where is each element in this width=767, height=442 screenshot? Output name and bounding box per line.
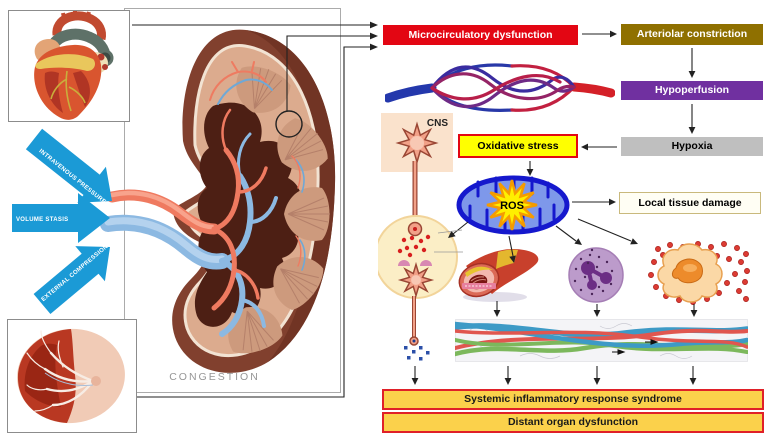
distant-organ-dysfunction-label: Distant organ dysfunction — [507, 416, 639, 429]
congested-kidney-section-box — [7, 319, 137, 433]
hypoxia-label: Hypoxia — [671, 140, 713, 153]
congested-kidney-section-illustration — [17, 328, 125, 424]
heart-illustration — [34, 11, 114, 120]
ros-starburst — [486, 179, 538, 231]
oxidative-stress-label: Oxidative stress — [477, 139, 559, 152]
granules — [573, 248, 614, 296]
arteriolar-constriction-label: Arteriolar constriction — [636, 28, 748, 41]
capillary-network-illustration — [385, 63, 615, 112]
intravenous-pressure-arrow — [25, 128, 112, 203]
sirs-label: Systemic inflammatory response syndrome — [464, 393, 682, 406]
tissue-fibrosis-illustration — [455, 319, 748, 362]
hypoperfusion-box: Hypoperfusion — [621, 81, 763, 100]
congestion-label: CONGESTION — [169, 371, 260, 383]
heart-image-box — [8, 10, 130, 122]
microcirculatory-dysfunction-label: Microcirculatory dysfunction — [408, 28, 553, 41]
macrophage-illustration — [648, 241, 750, 305]
sirs-box: Systemic inflammatory response syndrome — [382, 389, 764, 410]
vesicle-dots — [404, 346, 430, 361]
atherosclerotic-vessel-illustration — [458, 248, 539, 302]
external-compression-arrow — [33, 246, 110, 314]
neuron-pathway-illustration: CNS — [378, 113, 458, 361]
distant-organ-dysfunction-box: Distant organ dysfunction — [382, 412, 764, 433]
arteriolar-constriction-box: Arteriolar constriction — [621, 24, 763, 45]
hypoxia-box: Hypoxia — [621, 137, 763, 156]
neurotransmitter-dots — [397, 234, 431, 258]
volume-stasis-label: VOLUME STASIS — [16, 217, 68, 223]
hypoperfusion-label: Hypoperfusion — [654, 84, 730, 97]
oxidative-stress-box: Oxidative stress — [458, 134, 578, 158]
microcirculatory-dysfunction-box: Microcirculatory dysfunction — [383, 25, 578, 45]
volume-stasis-arrow — [12, 193, 110, 243]
local-tissue-damage-box: Local tissue damage — [619, 192, 761, 214]
cns-label: CNS — [427, 118, 448, 129]
local-tissue-damage-label: Local tissue damage — [638, 196, 742, 209]
leukocyte-illustration — [568, 247, 624, 303]
mitochondria-illustration: ROS — [456, 175, 570, 235]
pressure-arrows: INTRAVENOUS PRESSURE VOLUME STASIS EXTER… — [12, 128, 112, 314]
ros-label: ROS — [500, 200, 524, 212]
